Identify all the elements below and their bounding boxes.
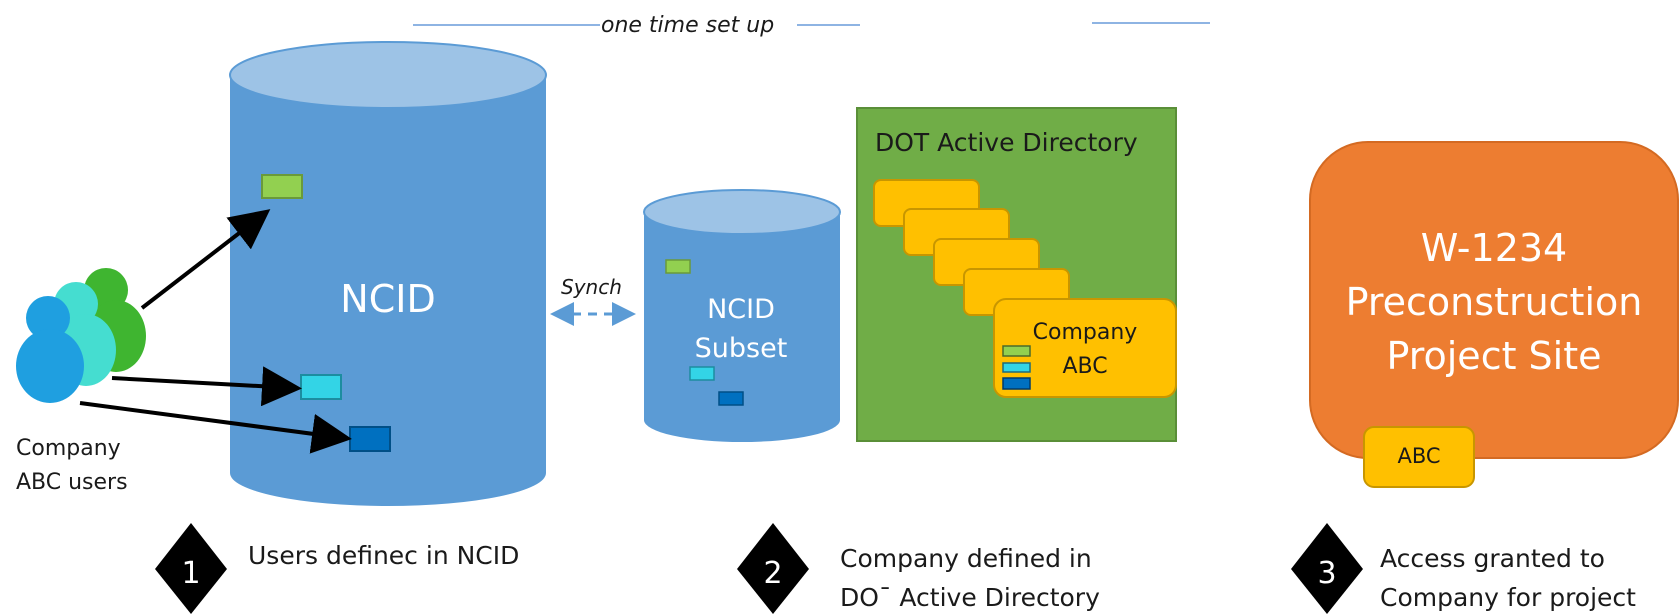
step-2-marker: 2 bbox=[737, 523, 809, 614]
step-1-number: 1 bbox=[181, 556, 200, 591]
user-record-green bbox=[261, 174, 303, 199]
subset-record-cyan bbox=[689, 366, 715, 381]
step-2-line1: Company defined in bbox=[840, 544, 1092, 573]
project-abc-tag bbox=[1363, 426, 1475, 488]
project-abc-label: ABC bbox=[1397, 444, 1440, 468]
project-line2: Preconstruction bbox=[1346, 280, 1643, 324]
subset-record-green bbox=[665, 259, 691, 274]
step-1-marker: 1 bbox=[155, 523, 227, 614]
company-record-cyan bbox=[1002, 362, 1031, 373]
user-record-dark bbox=[349, 426, 391, 452]
project-line3: Project Site bbox=[1386, 334, 1601, 378]
step-3-line1: Access granted to bbox=[1380, 544, 1605, 573]
dot-ad-title: DOT Active Directory bbox=[875, 128, 1138, 157]
company-record-dark bbox=[1002, 377, 1031, 390]
company-abc-card bbox=[993, 298, 1177, 398]
ncid-subset-label-line1: NCID bbox=[707, 294, 775, 325]
arrow-to-dark-record bbox=[79, 401, 352, 454]
company-record-green bbox=[1002, 345, 1031, 357]
step-2-line2: DO¯ Active Directory bbox=[840, 583, 1100, 612]
step-3-line2: Company for project bbox=[1380, 583, 1636, 612]
company-abc-line2: ABC bbox=[1062, 354, 1107, 379]
ncid-main-label: NCID bbox=[340, 277, 435, 321]
user-record-cyan bbox=[300, 374, 342, 400]
step-2-number: 2 bbox=[763, 556, 782, 591]
users-label-line2: ABC users bbox=[16, 470, 128, 495]
project-line1: W-1234 bbox=[1421, 226, 1567, 270]
ncid-main-cylinder: NCID bbox=[229, 41, 547, 506]
company-abc-line1: Company bbox=[1033, 320, 1138, 345]
subset-record-dark bbox=[718, 391, 744, 406]
header-label: one time set up bbox=[601, 13, 774, 38]
arrow-to-cyan-record bbox=[111, 366, 302, 407]
dot-active-directory-panel: DOT Active Directory Company ABC bbox=[856, 107, 1177, 442]
ncid-subset-cylinder: NCID Subset bbox=[643, 189, 841, 442]
project-site-box: W-1234 Preconstruction Project Site ABC bbox=[1309, 141, 1679, 488]
step-3-number: 3 bbox=[1317, 556, 1336, 591]
users-icon bbox=[16, 268, 146, 403]
ncid-subset-label-line2: Subset bbox=[695, 333, 788, 364]
arrow-to-green-record bbox=[140, 209, 271, 310]
step-3-marker: 3 bbox=[1291, 523, 1363, 614]
synch-label: Synch bbox=[561, 275, 622, 299]
users-label-line1: Company bbox=[16, 436, 121, 461]
step-1-line1: Users definec in NCID bbox=[248, 541, 519, 570]
